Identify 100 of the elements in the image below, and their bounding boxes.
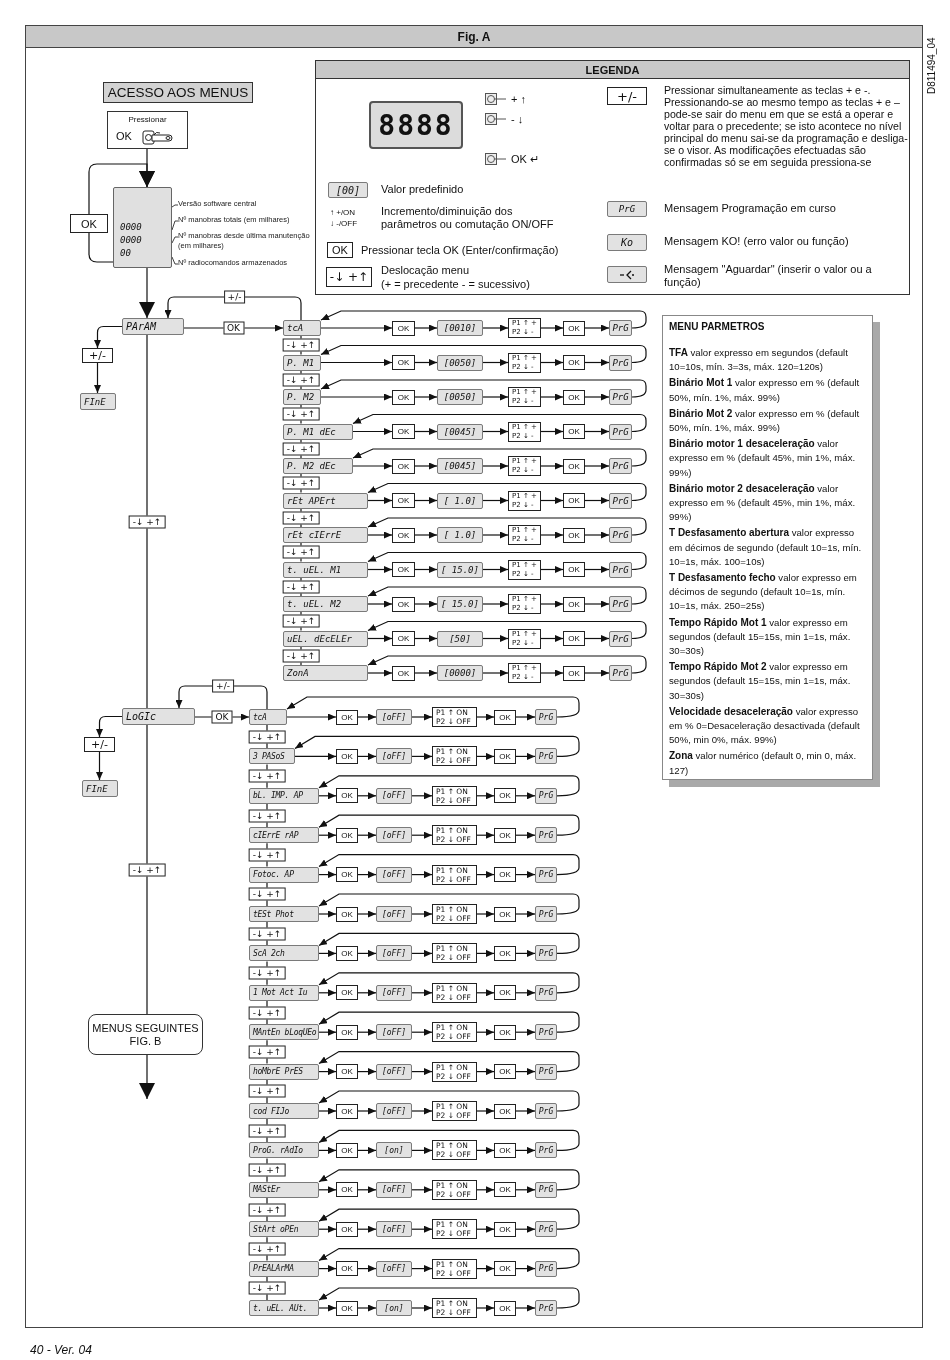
ok-key-box: OK <box>563 320 585 336</box>
description-text: (+ = precedente - = sucessivo) <box>381 278 531 291</box>
arrow <box>476 949 495 957</box>
display-text-box: hoMbrE PrES <box>249 1063 319 1080</box>
arrow <box>318 1011 580 1033</box>
key-hint-box <box>432 943 477 964</box>
ok-key-box: OK <box>494 1261 516 1277</box>
arrow <box>414 669 438 677</box>
arrow <box>476 989 495 997</box>
arrow <box>357 752 377 760</box>
display-text-box: FInE <box>82 780 118 797</box>
leader-line <box>171 236 179 244</box>
arrow <box>352 448 647 467</box>
display-text-box: P. M1 <box>283 354 321 371</box>
arrow <box>515 1225 536 1233</box>
arrow <box>367 531 393 539</box>
display-text-box: cIErrE rAP <box>249 827 319 844</box>
value-display-box: [50] <box>437 630 483 647</box>
arrow <box>164 296 302 321</box>
arrow <box>357 1068 377 1076</box>
arrow <box>318 792 337 800</box>
arrow <box>320 344 647 364</box>
message-display-box: PrG <box>535 1063 557 1080</box>
edge-label: -↓ +↑ <box>248 1203 286 1216</box>
segment-display: 8888 <box>369 101 463 149</box>
leader-line <box>171 204 179 208</box>
arrow <box>411 1304 433 1312</box>
display-text-box: Fotoc. AP <box>249 866 319 883</box>
arrow <box>584 359 610 366</box>
parameter-description: Binário Mot 2 valor expresso em % (default 50%, mín. 1%, máx. 99%) <box>669 406 861 435</box>
display-text-box: t. uEL. M1 <box>283 561 368 578</box>
message-display-box: PrG <box>609 492 632 509</box>
edge-label: -↓ +↑ <box>282 580 320 594</box>
ok-key-box: OK <box>494 1024 516 1040</box>
arrow <box>414 566 438 573</box>
arrow <box>318 949 337 957</box>
arrow <box>367 669 393 677</box>
ok-key-box: OK <box>563 665 585 681</box>
arrow <box>367 600 393 608</box>
edge-label: -↓ +↑ <box>248 1084 286 1098</box>
arrow <box>411 1265 433 1273</box>
ok-key-box: OK <box>563 631 585 646</box>
ok-key-box: OK <box>563 493 585 508</box>
ok-key-box: OK <box>392 562 415 577</box>
display-text-box: StArt oPEn <box>249 1221 319 1238</box>
display-text-box: tcA <box>249 709 287 725</box>
arrow <box>540 497 564 504</box>
message-display-box: PrG <box>535 866 557 883</box>
arrow <box>318 972 580 994</box>
edge-label: -↓ +↑ <box>128 863 166 876</box>
arrow <box>540 531 564 539</box>
arrow <box>411 949 433 957</box>
panel-heading: MENU PARMETROS <box>669 321 766 332</box>
arrow <box>482 462 509 470</box>
arrow <box>584 566 610 573</box>
edge-label: +/- <box>212 679 234 693</box>
value-display-box: [oFF] <box>376 1181 412 1198</box>
arrow <box>414 462 438 470</box>
arrow <box>482 497 509 504</box>
key-hint-box <box>508 525 541 545</box>
arrow <box>411 910 433 918</box>
parameter-description: Tempo Rápido Mot 2 valor expresso em segundos (default 15=15s, min 1=1s, máx. 30=30s) <box>669 660 852 703</box>
arrow <box>414 393 438 401</box>
value-display-box: [oFF] <box>376 748 412 765</box>
key-hint-box <box>508 628 541 649</box>
arrow <box>367 586 647 605</box>
display-box <box>113 187 172 268</box>
arrow <box>584 635 610 642</box>
key-hint-box <box>432 904 477 924</box>
edge-label: OK <box>223 321 244 335</box>
arrow <box>482 566 509 573</box>
menu-display-box: PArAM <box>122 318 184 335</box>
edge-label: -↓ +↑ <box>282 511 320 525</box>
edge-label: -↓ +↑ <box>248 809 286 822</box>
edge-label: -↓ +↑ <box>248 730 286 744</box>
edge-label: -↓ +↑ <box>248 1242 286 1256</box>
arrow <box>414 324 438 332</box>
arrow <box>318 775 580 797</box>
ok-key-box: OK <box>494 709 516 725</box>
message-display-box: PrG <box>609 389 632 405</box>
value-display-box: [ 1.0] <box>437 527 483 543</box>
arrow <box>367 551 647 571</box>
key-hint-box <box>432 864 477 885</box>
ok-key-box: OK <box>336 1261 358 1277</box>
ok-key-box: OK <box>336 1182 358 1198</box>
display-text-box: MAntEn bLoqUEo <box>249 1024 319 1041</box>
arrow <box>411 1225 433 1233</box>
message-display-box: PrG <box>609 596 632 612</box>
value-display-box: [oFF] <box>376 1063 412 1080</box>
value-display-box: [0050] <box>437 389 483 405</box>
leader-line <box>171 256 179 265</box>
key-hint-box <box>508 387 541 407</box>
edge-label: -↓ +↑ <box>282 476 320 490</box>
key-hint-box <box>508 318 541 338</box>
edge-label: -↓ +↑ <box>282 338 320 352</box>
display-text-box: ZonA <box>283 665 368 681</box>
edge-label: -↓ +↑ <box>248 1045 286 1059</box>
value-display-box: [oFF] <box>376 787 412 804</box>
arrow <box>476 1068 495 1076</box>
arrow <box>318 1107 337 1115</box>
